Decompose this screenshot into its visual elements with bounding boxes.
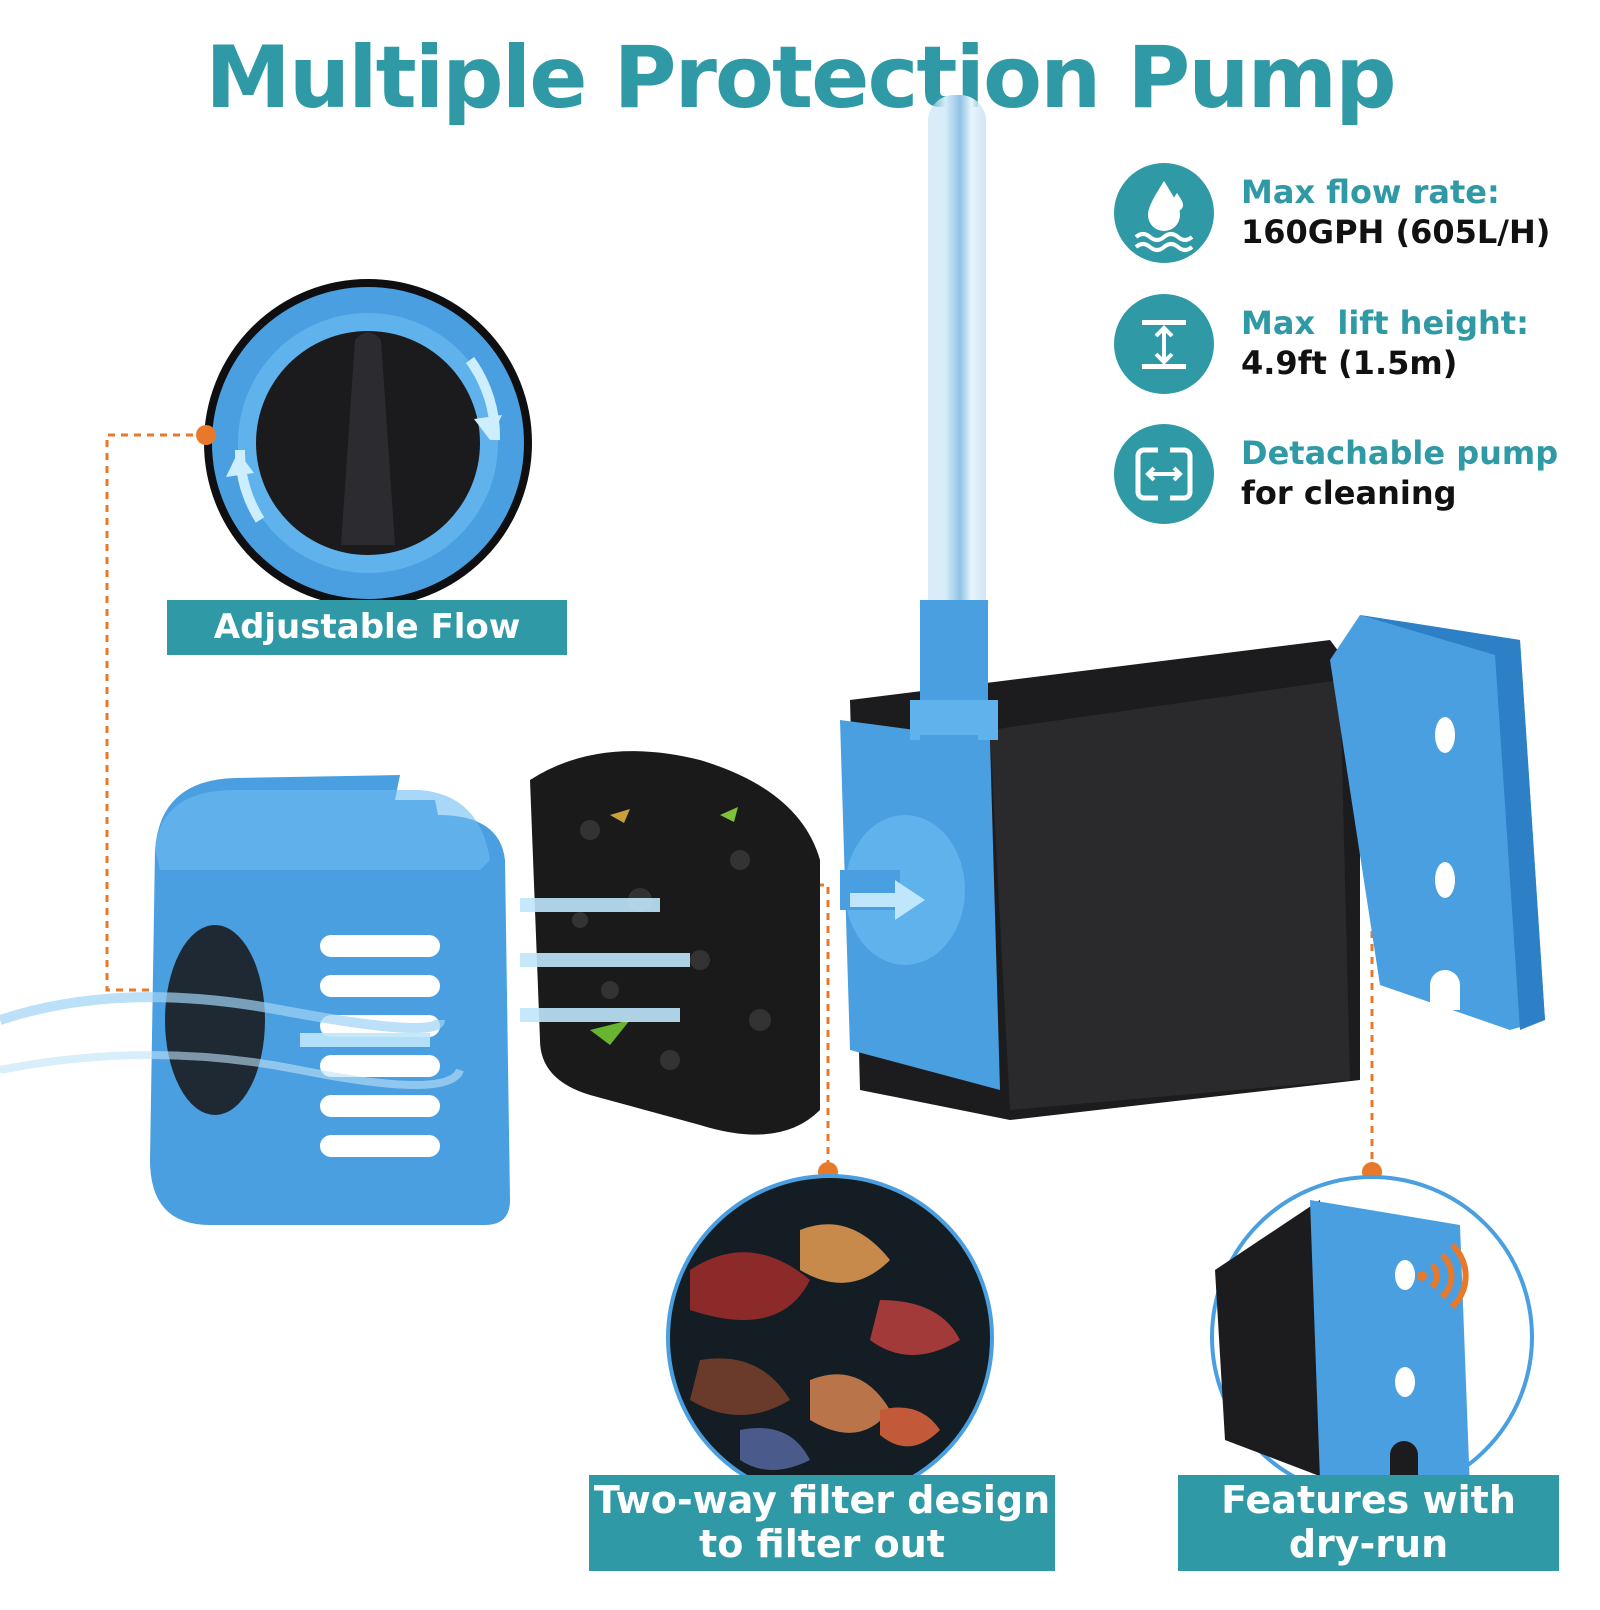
water-drop-icon	[1114, 163, 1214, 263]
flow-arrows	[300, 898, 690, 1047]
callout-dry-run: Features with dry-run protection	[1178, 1475, 1559, 1610]
intake-cover	[0, 775, 510, 1225]
feature-label: Detachable pump	[1241, 434, 1559, 472]
water-jet	[928, 95, 986, 615]
callout-line: Two-way filter design	[593, 1478, 1051, 1522]
sponge-filter	[530, 751, 820, 1135]
detach-icon	[1114, 424, 1214, 524]
callout-adjustable-flow: Adjustable Flow Rate	[167, 600, 567, 702]
page-title: Multiple Protection Pump	[205, 28, 1396, 128]
callout-line: to filter out impurities	[699, 1522, 945, 1610]
pump-body	[840, 600, 1360, 1120]
callout-two-way-filter: Two-way filter design to filter out impu…	[589, 1475, 1055, 1610]
dry-run-closeup	[1210, 1175, 1534, 1499]
feature-detachable: Detachable pump for cleaning	[1114, 424, 1594, 524]
feature-flow-rate: Max flow rate: 160GPH (605L/H)	[1114, 163, 1594, 263]
filter-debris-closeup	[666, 1174, 994, 1502]
callout-line: Features with	[1221, 1478, 1516, 1522]
sensor-signal-icon	[1429, 1242, 1469, 1310]
lift-height-icon	[1114, 294, 1214, 394]
mounting-bracket	[1330, 615, 1545, 1030]
feature-value: 160GPH (605L/H)	[1241, 213, 1551, 251]
feature-value: for cleaning	[1241, 474, 1457, 512]
callout-line: dry-run protection	[1257, 1522, 1480, 1610]
flow-dial-closeup	[204, 279, 532, 607]
feature-label: Max flow rate:	[1241, 173, 1500, 211]
feature-value: 4.9ft (1.5m)	[1241, 344, 1458, 382]
feature-label: Max lift height:	[1241, 304, 1529, 342]
feature-lift-height: Max lift height: 4.9ft (1.5m)	[1114, 294, 1594, 394]
